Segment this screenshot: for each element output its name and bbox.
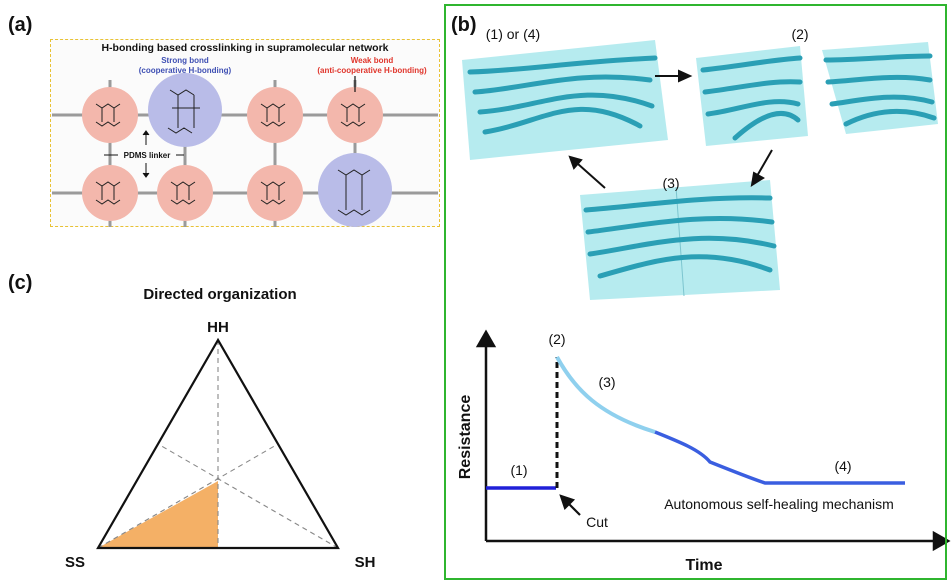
cut-label: Cut	[586, 514, 608, 530]
state-2-film-left	[696, 46, 808, 146]
cycle-arrows	[568, 69, 773, 189]
state-1-film	[462, 40, 668, 160]
state-3-film	[580, 180, 780, 300]
state-1-label: (1) or (4)	[486, 26, 540, 42]
point-3-label: (3)	[598, 374, 615, 390]
panel-c-title: Directed organization	[143, 286, 296, 303]
strong-bond-sub: (cooperative H-bonding)	[139, 66, 232, 75]
state-2-label: (2)	[791, 26, 808, 42]
weak-node	[82, 87, 138, 143]
y-axis-label: Resistance	[457, 395, 474, 480]
mechanism-label: Autonomous self-healing mechanism	[664, 496, 894, 512]
healing-curve-early	[555, 356, 656, 434]
x-axis-label: Time	[685, 557, 722, 574]
cut-arrow	[559, 494, 581, 516]
weak-node	[247, 165, 303, 221]
strong-node	[148, 73, 222, 147]
weak-node	[327, 87, 383, 143]
panel-a-title: H-bonding based crosslinking in supramol…	[101, 42, 388, 54]
healing-curve-late	[654, 430, 905, 485]
vertex-hh: HH	[207, 319, 229, 336]
vertex-ss: SS	[65, 554, 85, 571]
weak-bond-label: Weak bond	[351, 56, 394, 65]
pdms-linker-annotation	[104, 130, 184, 178]
strong-bond-label: Strong bond	[161, 56, 209, 65]
panel-a-label: (a)	[8, 14, 33, 36]
pdms-linker-label: PDMS linker	[124, 151, 171, 160]
graph-axes	[475, 329, 951, 552]
weak-node	[82, 165, 138, 221]
weak-bond-sub: (anti-cooperative H-bonding)	[317, 66, 427, 75]
weak-node	[157, 165, 213, 221]
panel-b-label: (b)	[451, 14, 477, 36]
vertex-sh: SH	[355, 554, 376, 571]
ternary-triangle	[96, 337, 340, 550]
network-nodes	[82, 73, 392, 227]
state-2-film-right	[822, 42, 938, 134]
point-1-label: (1)	[510, 462, 527, 478]
weak-node	[247, 87, 303, 143]
state-3-label: (3)	[662, 175, 679, 191]
molecule-sketches	[95, 89, 371, 216]
organization-fill-region	[98, 481, 218, 548]
panel-c-label: (c)	[8, 272, 33, 294]
point-4-label: (4)	[834, 458, 851, 474]
point-2-label: (2)	[548, 331, 565, 347]
panel-b-frame	[444, 4, 947, 580]
strong-node	[318, 153, 392, 227]
